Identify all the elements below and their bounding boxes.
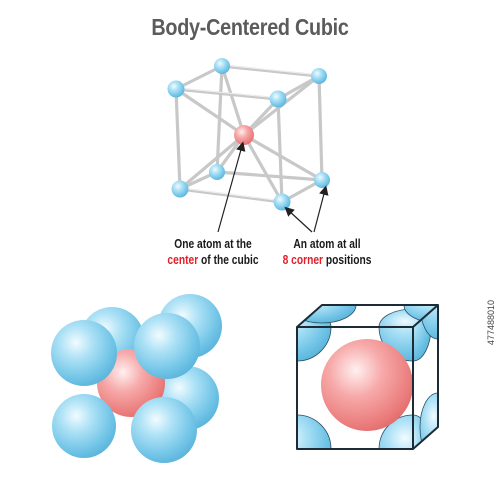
space-filling-model <box>51 294 222 463</box>
corner-atom <box>273 193 291 211</box>
corner-atom <box>214 58 230 74</box>
cell-edges <box>296 304 439 450</box>
caption-highlight: center <box>167 253 199 267</box>
corner-atom <box>167 80 185 98</box>
caption-line: An atom at all <box>293 237 361 251</box>
caption-line-2: center of the cubic <box>160 252 267 268</box>
corner-sphere <box>134 313 200 379</box>
unit-cell-model <box>296 304 439 450</box>
corner-atom <box>269 90 287 108</box>
corner-atom <box>314 172 330 188</box>
corner-sphere <box>131 397 197 463</box>
annotation-arrows <box>217 141 329 233</box>
diagram-title: Body-Centered Cubic <box>151 14 349 40</box>
corner-atom <box>171 180 189 198</box>
center-atom <box>234 125 254 145</box>
caption-corner-atoms: An atom at all 8 corner positions <box>274 236 381 268</box>
center-sphere <box>321 339 413 431</box>
corner-atom <box>311 68 327 84</box>
caption-rest: of the cubic <box>198 253 259 267</box>
corner-sphere <box>52 394 116 458</box>
ball-stick-model <box>167 58 330 211</box>
caption-line-2: 8 corner positions <box>274 252 381 268</box>
caption-line: One atom at the <box>174 237 252 251</box>
arrow-to-corner-2 <box>313 185 329 233</box>
caption-highlight: 8 corner <box>282 253 324 267</box>
arrow-to-corner-1 <box>284 206 313 233</box>
caption-rest: positions <box>323 253 372 267</box>
caption-center-atom: One atom at the center of the cubic <box>160 236 267 268</box>
corner-sphere <box>51 320 117 386</box>
arrow-to-center <box>217 141 246 233</box>
stock-id: 477488010 <box>486 300 496 346</box>
frame-rods-highlight <box>175 64 320 202</box>
corner-atom <box>209 164 225 180</box>
